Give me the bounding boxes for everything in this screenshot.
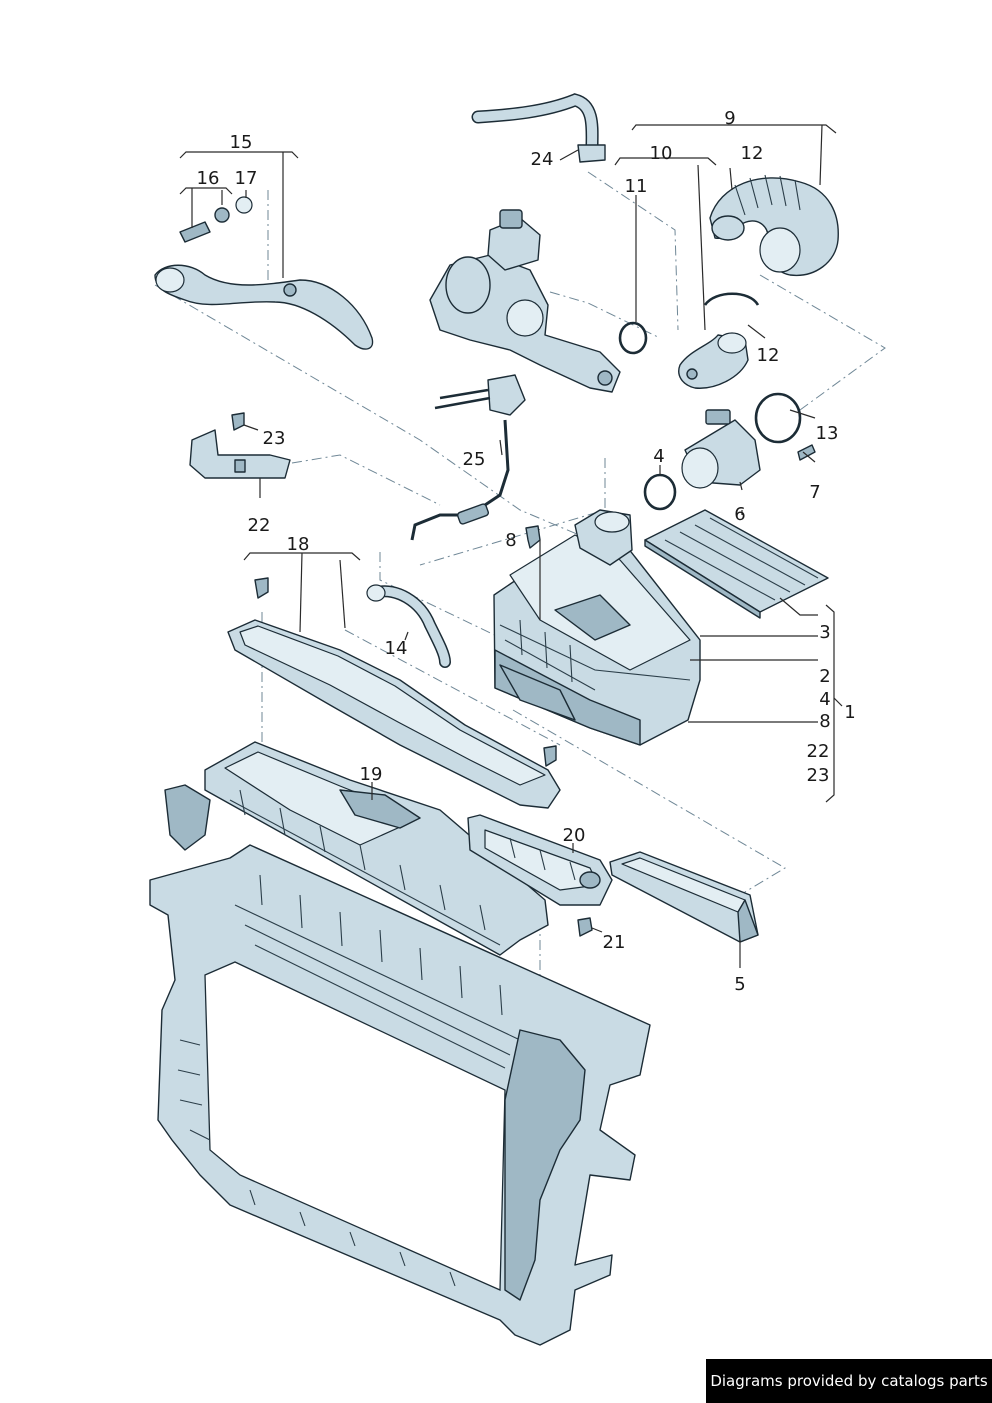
- callout-12a: 12: [741, 143, 764, 164]
- callout-15: 15: [230, 132, 253, 153]
- elbow-12: [678, 332, 749, 389]
- callout-12b: 12: [757, 345, 780, 366]
- callout-7: 7: [809, 482, 820, 503]
- footer-credit: Diagrams provided by catalogs parts: [706, 1359, 992, 1403]
- air-pipe-15: [154, 196, 374, 350]
- callout-11: 11: [625, 176, 648, 197]
- callout-8b: 8: [819, 711, 830, 732]
- callout-10: 10: [650, 143, 673, 164]
- callout-8a: 8: [505, 530, 516, 551]
- callout-16: 16: [197, 168, 220, 189]
- callout-18: 18: [287, 534, 310, 555]
- front-carrier: [149, 784, 651, 1346]
- turbocharger: [429, 209, 621, 393]
- air-mass-meter-7: [681, 409, 761, 489]
- callout-4a: 4: [653, 446, 664, 467]
- bracket-22: [189, 429, 291, 479]
- vacuum-line-25: [410, 374, 526, 541]
- cover-plate-18: [227, 619, 561, 809]
- callout-21: 21: [603, 932, 626, 953]
- charge-hose-12: [709, 174, 839, 277]
- callout-22b: 22: [807, 741, 830, 762]
- bolts: [231, 412, 816, 937]
- callout-23a: 23: [263, 428, 286, 449]
- callout-4b: 4: [819, 689, 830, 710]
- callout-23b: 23: [807, 765, 830, 786]
- callout-1: 1: [844, 702, 855, 723]
- leader-lines: [179, 124, 843, 968]
- callout-22a: 22: [248, 515, 271, 536]
- breather-hose-24: [471, 93, 606, 163]
- callout-20: 20: [563, 825, 586, 846]
- callout-25: 25: [463, 449, 486, 470]
- air-duct-19: [204, 741, 549, 956]
- callout-2: 2: [819, 666, 830, 687]
- callout-9: 9: [724, 108, 735, 129]
- callout-19: 19: [360, 764, 383, 785]
- air-filter-housing-1: [493, 509, 701, 746]
- callout-3: 3: [819, 622, 830, 643]
- callout-24: 24: [531, 149, 554, 170]
- hose-14: [366, 584, 451, 668]
- callout-17: 17: [235, 168, 258, 189]
- callout-13: 13: [816, 423, 839, 444]
- filter-element-6: [644, 509, 829, 619]
- air-guide-20: [467, 814, 613, 906]
- callout-6: 6: [734, 504, 745, 525]
- callout-labels: 9 10 12 24 11 15 16 17 12 13 23 4 25 7 6…: [197, 108, 856, 995]
- air-intake-5: [609, 851, 759, 943]
- callout-14: 14: [385, 638, 408, 659]
- callout-5: 5: [734, 974, 745, 995]
- footer-credit-text: Diagrams provided by catalogs parts: [710, 1372, 988, 1390]
